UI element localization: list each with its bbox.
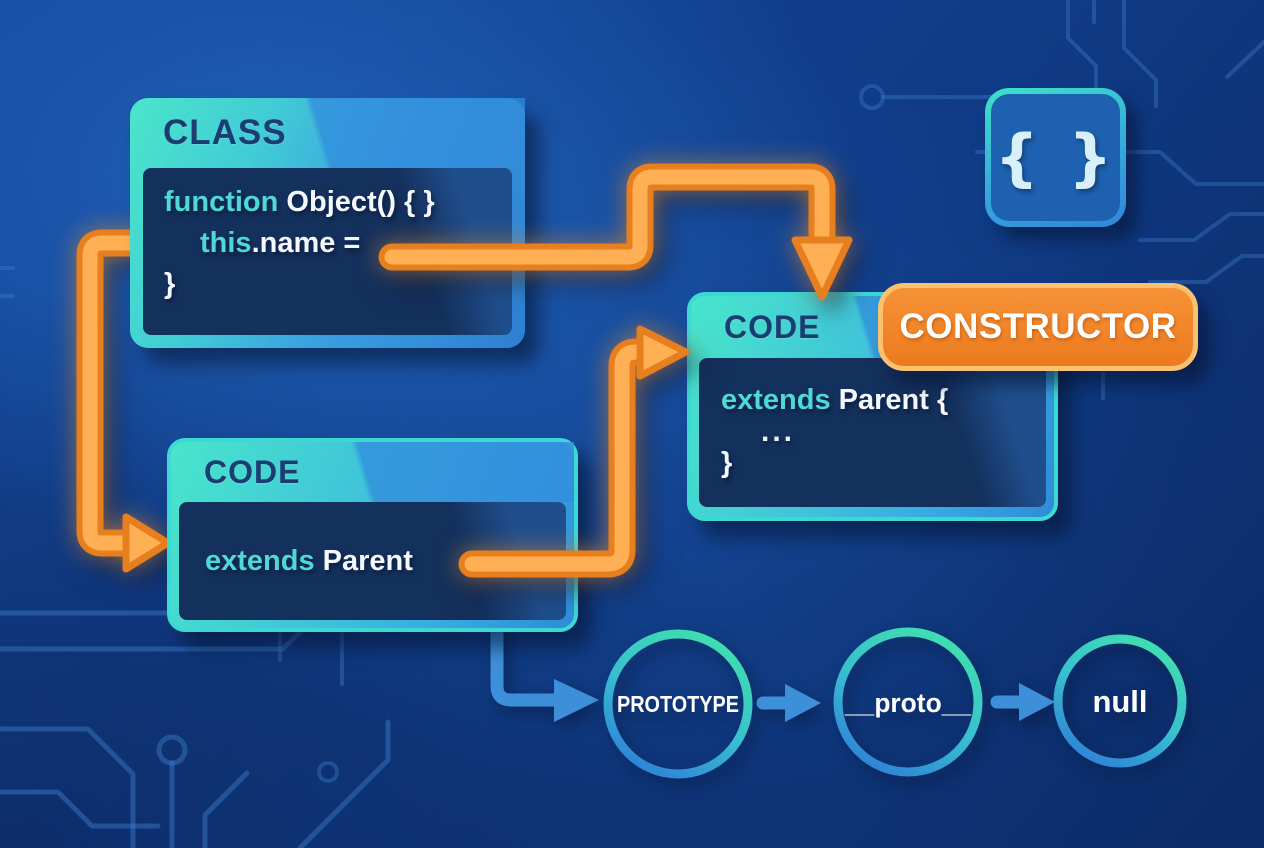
code-box-title: CODE [724,308,821,345]
circuit-trace [1148,254,1264,284]
circuit-node [156,734,188,766]
code-line: extends Parent [205,541,413,582]
circuit-trace [1138,212,1264,242]
code-box-panel: extends Parent { ... } [699,358,1046,507]
circuit-trace [0,726,136,848]
circuit-trace [1066,0,1098,114]
proto-circle [833,627,983,777]
code-keyword: this [200,227,252,259]
circuit-trace [202,770,250,848]
code-box-header: CODE [171,442,574,502]
curly-braces-glyph: { } [994,121,1117,194]
code-text: ... [761,415,796,448]
constructor-badge: CONSTRUCTOR [878,283,1198,371]
constructor-badge-label: CONSTRUCTOR [899,307,1177,346]
code-text: } [721,447,733,479]
proto-label: __proto__ [844,688,972,718]
code-text: Object() { } [286,186,435,218]
code-keyword: extends [721,384,839,416]
code-line: } [721,443,1046,484]
class-box-title: CLASS [163,113,287,152]
code-text: } [164,268,176,300]
code-line: extends Parent { [721,380,1046,421]
code-keyword: function [164,186,287,218]
connector-code-to-prototype [490,611,599,722]
class-box-header: CLASS [130,98,525,168]
circuit-trace [297,719,391,848]
code-box-panel: extends Parent [179,502,566,620]
circuit-trace [1225,40,1264,79]
code-box-extends: CODE extends Parent [167,438,578,632]
circuit-trace [1122,0,1158,108]
code-text: .name = [251,227,361,259]
code-text: Parent { [838,384,949,416]
chain-arrow-icon [990,683,1055,721]
circuit-node [859,84,885,110]
code-line: this.name = [164,223,512,264]
code-line-ellipsis: ... [721,417,1046,447]
arrowhead-right-icon [554,679,599,722]
class-box: CLASS function Object() { } this.name = … [130,98,525,348]
null-label: null [1092,684,1147,719]
code-text: Parent [322,544,413,577]
code-keyword: extends [205,544,323,577]
prototype-chain: PROTOTYPE __proto__ null [603,627,1187,779]
prototype-label: PROTOTYPE [617,691,739,717]
code-line: function Object() { } [164,182,512,223]
null-circle [1053,634,1187,768]
arrowhead-right-icon [122,513,172,573]
chain-arrow-icon [756,684,821,722]
code-line: } [164,264,512,305]
class-box-code-panel: function Object() { } this.name = } [143,168,512,335]
arrow-class-to-code [76,229,174,573]
curly-braces-icon: { } [985,88,1126,227]
circuit-node [317,761,339,783]
circuit-trace [0,789,161,829]
code-box-title: CODE [204,453,301,490]
prototype-circle [603,629,753,779]
